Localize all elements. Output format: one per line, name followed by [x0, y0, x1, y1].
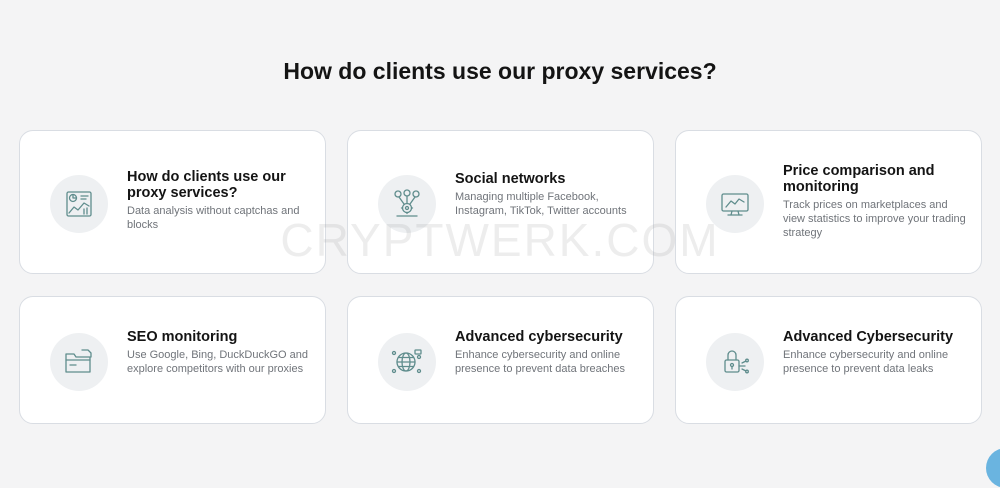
section-heading: How do clients use our proxy services? [283, 58, 717, 84]
card-title: Price comparison and monitoring [783, 163, 935, 195]
globe-network-icon [378, 333, 436, 391]
card-advanced-cybersecurity-leaks[interactable]: Advanced Cybersecurity Enhance cybersecu… [675, 296, 982, 424]
card-social-networks[interactable]: Social networks Managing multiple Facebo… [347, 130, 654, 274]
card-title: Advanced Cybersecurity [783, 329, 954, 345]
card-title: Advanced cybersecurity [455, 329, 623, 345]
card-seo-monitoring[interactable]: SEO monitoring Use Google, Bing, DuckDuc… [19, 296, 326, 424]
chat-widget-button[interactable] [986, 448, 1000, 488]
card-data-analysis[interactable]: How do clients use our proxy services? D… [19, 130, 326, 274]
card-title: How do clients use our proxy services? [127, 169, 286, 201]
card-description: Managing multiple Facebook, Instagram, T… [455, 191, 627, 217]
analytics-icon [50, 175, 108, 233]
card-advanced-cybersecurity[interactable]: Advanced cybersecurity Enhance cybersecu… [347, 296, 654, 424]
folder-icon [50, 333, 108, 391]
card-description: Use Google, Bing, DuckDuckGO and explore… [127, 349, 308, 375]
card-description: Enhance cybersecurity and online presenc… [455, 349, 626, 375]
card-title: Social networks [455, 171, 566, 187]
padlock-icon [706, 333, 764, 391]
social-network-icon [378, 175, 436, 233]
monitor-chart-icon [706, 175, 764, 233]
card-title: SEO monitoring [127, 329, 238, 345]
card-description: Track prices on marketplaces and view st… [783, 199, 966, 239]
card-description: Enhance cybersecurity and online presenc… [783, 349, 949, 375]
card-description: Data analysis without captchas and block… [127, 205, 300, 231]
card-price-comparison[interactable]: Price comparison and monitoring Track pr… [675, 130, 982, 274]
